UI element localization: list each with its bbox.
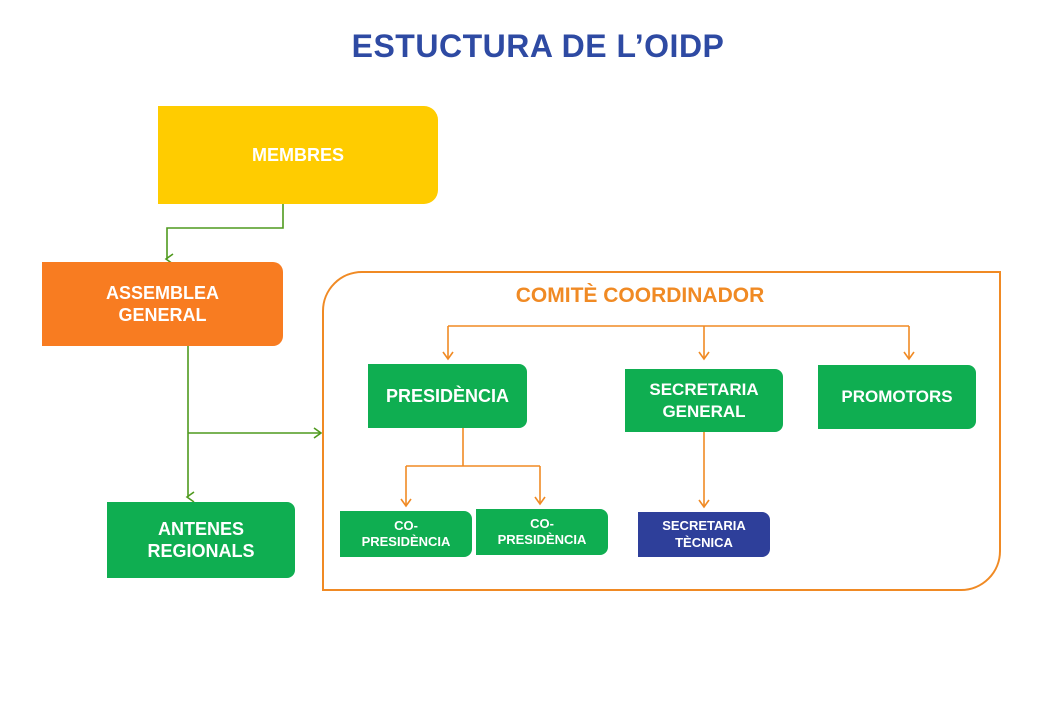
assemblea-label-line2: GENERAL: [118, 305, 207, 325]
copres1-label-line2: PRESIDÈNCIA: [361, 534, 451, 549]
page-title: ESTUCTURA DE L’OIDP: [351, 28, 725, 64]
comite-coordinador-frame: [322, 271, 1001, 591]
assemblea-label-line1: ASSEMBLEA: [105, 282, 219, 303]
promotors-node: PROMOTORS: [818, 365, 976, 429]
copresidencia-node-2: CO- PRESIDÈNCIA: [476, 509, 608, 555]
antenes-label-line1: ANTENES: [157, 518, 244, 539]
copres1-label-line1: CO-: [394, 517, 418, 533]
copres2-label-line2: PRESIDÈNCIA: [497, 532, 587, 547]
antenes-label-line2: REGIONALS: [147, 541, 255, 561]
secretaria-label-line2: GENERAL: [662, 401, 746, 421]
secretaria-tecnica-node: SECRETARIA TÈCNICA: [638, 512, 770, 557]
assemblea-general-node: ASSEMBLEA GENERAL: [42, 262, 283, 346]
secretaria-label-line1: SECRETARIA: [649, 380, 759, 400]
comite-coordinador-title: COMITÈ COORDINADOR: [515, 284, 765, 307]
promotors-label: PROMOTORS: [841, 387, 953, 407]
antenes-regionals-node: ANTENES REGIONALS: [107, 502, 295, 578]
sectec-label-line1: SECRETARIA: [662, 518, 746, 534]
membres-node: MEMBRES: [158, 106, 438, 204]
sectec-label-line2: TÈCNICA: [675, 534, 733, 550]
presidencia-node: PRESIDÈNCIA: [368, 364, 527, 428]
copresidencia-node-1: CO- PRESIDÈNCIA: [340, 511, 472, 557]
membres-label: MEMBRES: [251, 144, 344, 165]
membres-to-assemblea-arrow: [164, 204, 284, 265]
presidencia-label: PRESIDÈNCIA: [385, 385, 510, 406]
copres2-label-line1: CO-: [530, 515, 554, 531]
secretaria-general-node: SECRETARIA GENERAL: [625, 369, 783, 432]
